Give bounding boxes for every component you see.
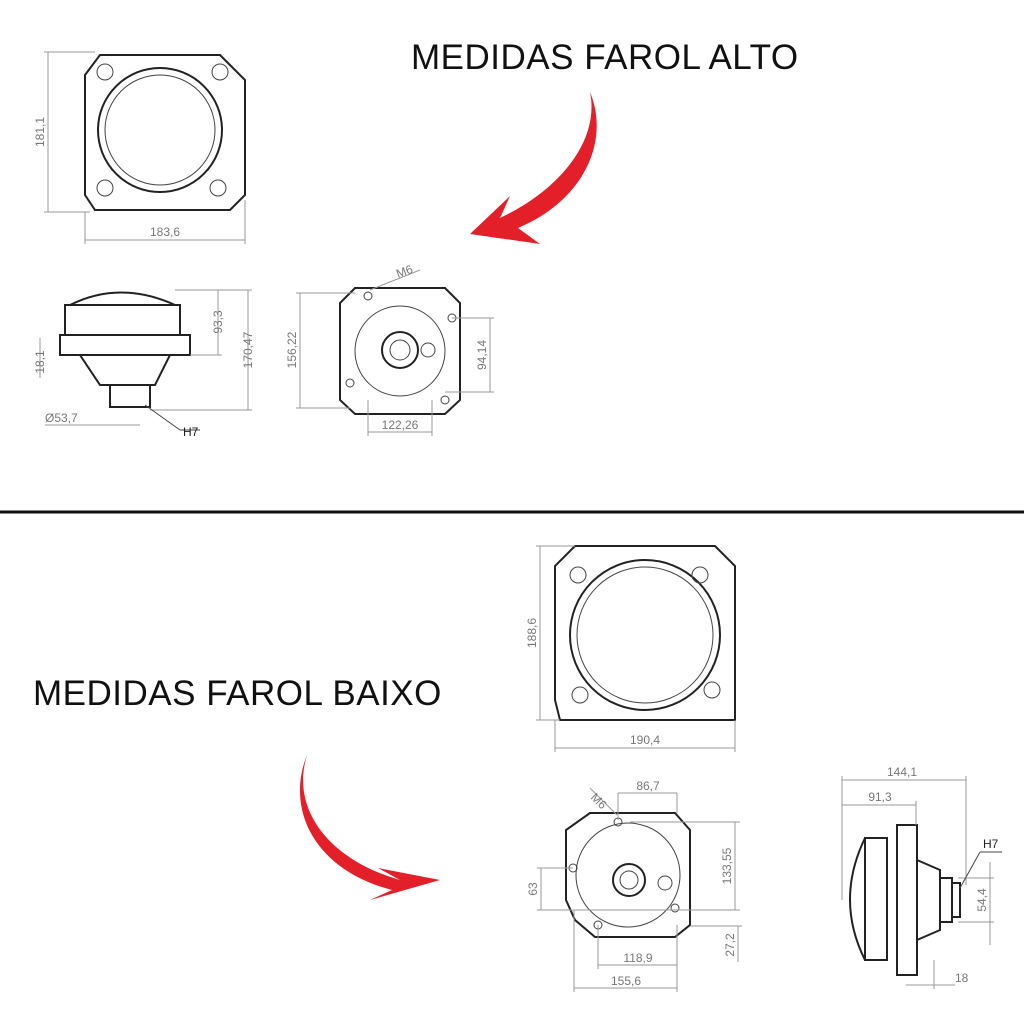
dim-high-diameter: Ø53,7 (45, 411, 78, 425)
red-arrow-low (299, 755, 440, 900)
low-beam-rear-view: M6 86,7 133,55 63 27,2 118,9 155,6 (526, 779, 742, 992)
dim-low-rear-bottom: 27,2 (723, 933, 737, 957)
low-beam-front-view: 188,6 190,4 (525, 545, 736, 752)
high-beam-side-view: 93,3 170,47 18,1 Ø53,7 H7 (33, 289, 255, 439)
dim-low-front-width: 190,4 (630, 733, 660, 747)
dim-low-rear-height: 133,55 (720, 847, 734, 884)
label-low-thread: M6 (588, 790, 610, 812)
low-beam-side-view: 144,1 91,3 H7 54,4 18 (841, 765, 1002, 989)
title-low-beam: MEDIDAS FAROL BAIXO (33, 674, 442, 713)
dim-high-side-1: 93,3 (211, 310, 225, 334)
dim-high-rear-height: 156,22 (285, 331, 299, 368)
dim-high-front-width: 183,6 (150, 225, 180, 239)
dim-low-rear-left: 63 (526, 882, 540, 896)
label-high-bulb: H7 (183, 425, 199, 439)
dim-low-side-2: 18 (955, 971, 969, 985)
title-high-beam: MEDIDAS FAROL ALTO (411, 38, 799, 77)
label-high-thread: M6 (394, 262, 415, 281)
dim-low-rear-top: 86,7 (636, 779, 660, 793)
dim-low-side-1: 54,4 (975, 888, 989, 912)
dim-low-front-height: 188,6 (525, 618, 539, 648)
dim-low-rear-width: 155,6 (611, 974, 641, 988)
dim-low-side-length: 144,1 (887, 765, 917, 779)
high-beam-rear-view: M6 156,22 94,14 122,26 (285, 262, 494, 436)
dim-high-rear-width: 122,26 (382, 418, 419, 432)
red-arrow-high (470, 92, 597, 244)
high-beam-front-view: 181,1 183,6 (33, 51, 246, 244)
dim-low-rear-inner-width: 118,9 (623, 951, 652, 965)
dim-high-front-height: 181,1 (33, 117, 47, 147)
dim-high-side-2: 170,47 (241, 331, 255, 368)
dim-high-side-3: 18,1 (33, 350, 47, 374)
dim-low-side-partial: 91,3 (868, 790, 892, 804)
label-low-bulb: H7 (983, 837, 999, 851)
dim-high-rear-1: 94,14 (475, 340, 489, 370)
